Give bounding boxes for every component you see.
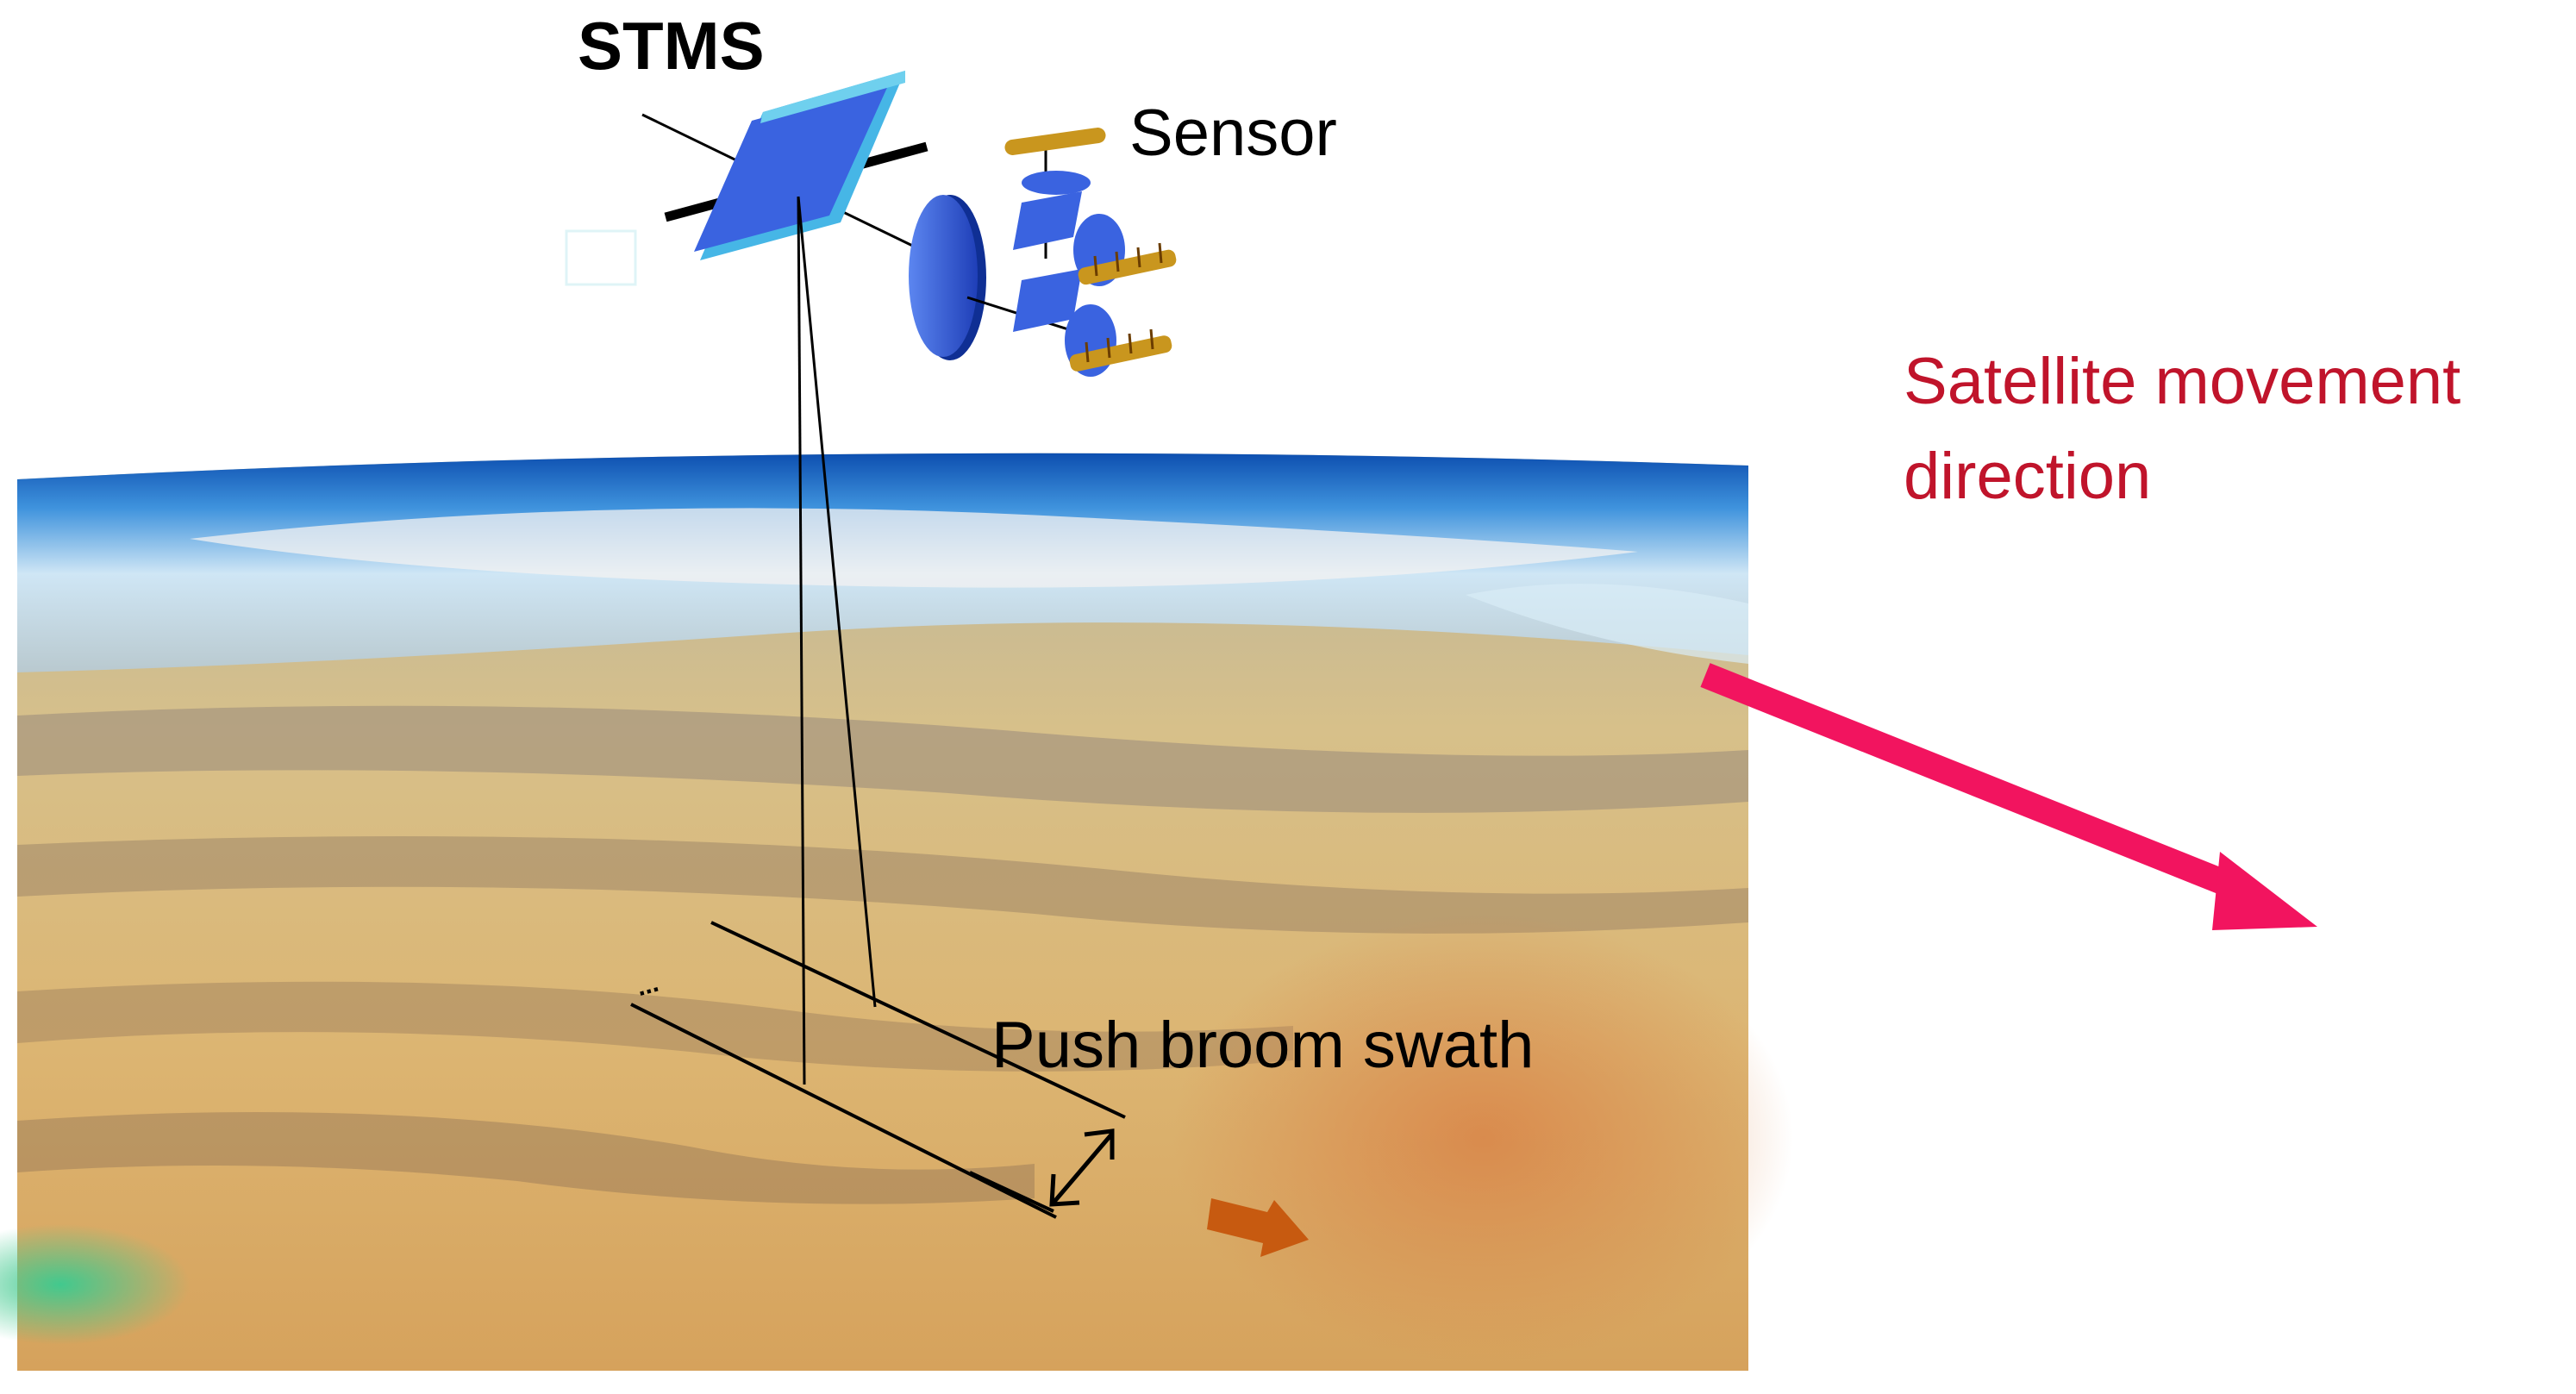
ground-motion-arrow [1207,1198,1309,1257]
movement-label-line2: direction [1904,440,2151,513]
arrow-right-down-icon [1700,663,2317,930]
telescope-lens-icon [909,195,986,360]
earth-image [0,453,1793,1371]
stms-label: STMS [578,8,765,84]
scan-mirror-icon [694,71,905,260]
sensor-label: Sensor [1129,97,1337,170]
field-of-view-lines [797,196,877,1085]
movement-label-line1: Satellite movement [1904,345,2460,418]
detector-array-icon [966,128,1177,377]
swath-label: Push broom swath [991,1009,1534,1082]
placeholder-square [565,229,637,286]
swath-lines [630,921,1126,1219]
swath-width-arrow [1049,1128,1115,1207]
